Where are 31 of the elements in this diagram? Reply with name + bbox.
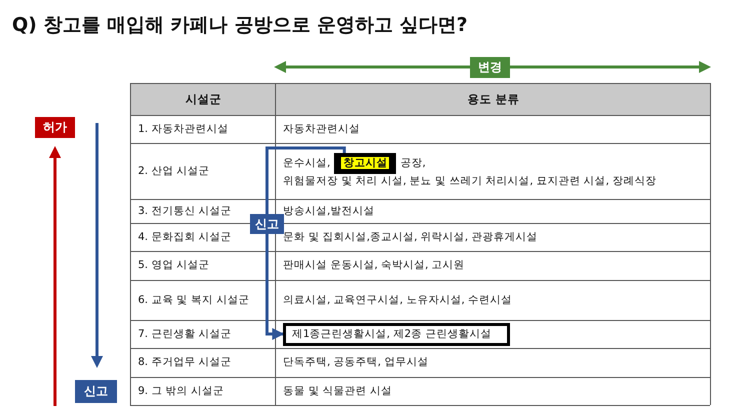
table-text: 동물 및 식물관련 시설: [283, 384, 392, 398]
table-text: 위험물저장 및 처리 시설, 분뇨 및 쓰레기 처리시설, 묘지관련 시설, 장례식장: [283, 174, 656, 189]
table-text: 판매시설 운동시설, 숙박시설, 고시원: [283, 258, 465, 273]
connector-arrow: [266, 146, 346, 340]
highlight-box: [283, 322, 510, 346]
table-text: 5. 영업 시설군: [138, 258, 210, 273]
tag-label: 신고: [75, 380, 117, 403]
edge-label: 신고: [250, 214, 284, 234]
table-text: 8. 주거업무 시설군: [138, 355, 232, 370]
table-text: 자동차관련시설: [283, 122, 360, 136]
table-text: 9. 그 밖의 시설군: [138, 384, 224, 398]
table-text: 의료시설, 교육연구시설, 노유자시설, 수련시설: [283, 292, 512, 308]
highlight-box: [334, 153, 396, 174]
table-text: 단독주택, 공동주택, 업무시설: [283, 355, 428, 370]
tag-label: 변경: [470, 57, 510, 78]
highlighted-text: 창고시설: [341, 157, 390, 169]
column-header: 시설군: [186, 92, 222, 106]
column-header: 용도 분류: [467, 92, 520, 106]
table-text: 운수시설,: [283, 156, 330, 171]
table-text: 2. 산업 시설군: [138, 164, 210, 178]
table-text: 문화 및 집회시설,종교시설, 위락시설, 관광휴게시설: [283, 230, 538, 244]
table-text: 6. 교육 및 복지 시설군: [138, 292, 250, 308]
title: Q) 창고를 매입해 카페나 공방으로 운영하고 싶다면?: [12, 13, 468, 38]
tag-label: 허가: [35, 117, 75, 138]
table-text: 방송시설,발전시설: [283, 204, 374, 218]
table-text: 4. 문화집회 시설군: [138, 230, 232, 244]
highlighted-text: 제1종근린생활시설, 제2종 근린생활시설: [291, 328, 492, 340]
table-text: 3. 전기통신 시설군: [138, 204, 232, 218]
table-text: 공장,: [400, 156, 426, 171]
table-text: 1. 자동차관련시설: [138, 122, 228, 136]
table-text: 7. 근린생활 시설군: [138, 326, 232, 342]
